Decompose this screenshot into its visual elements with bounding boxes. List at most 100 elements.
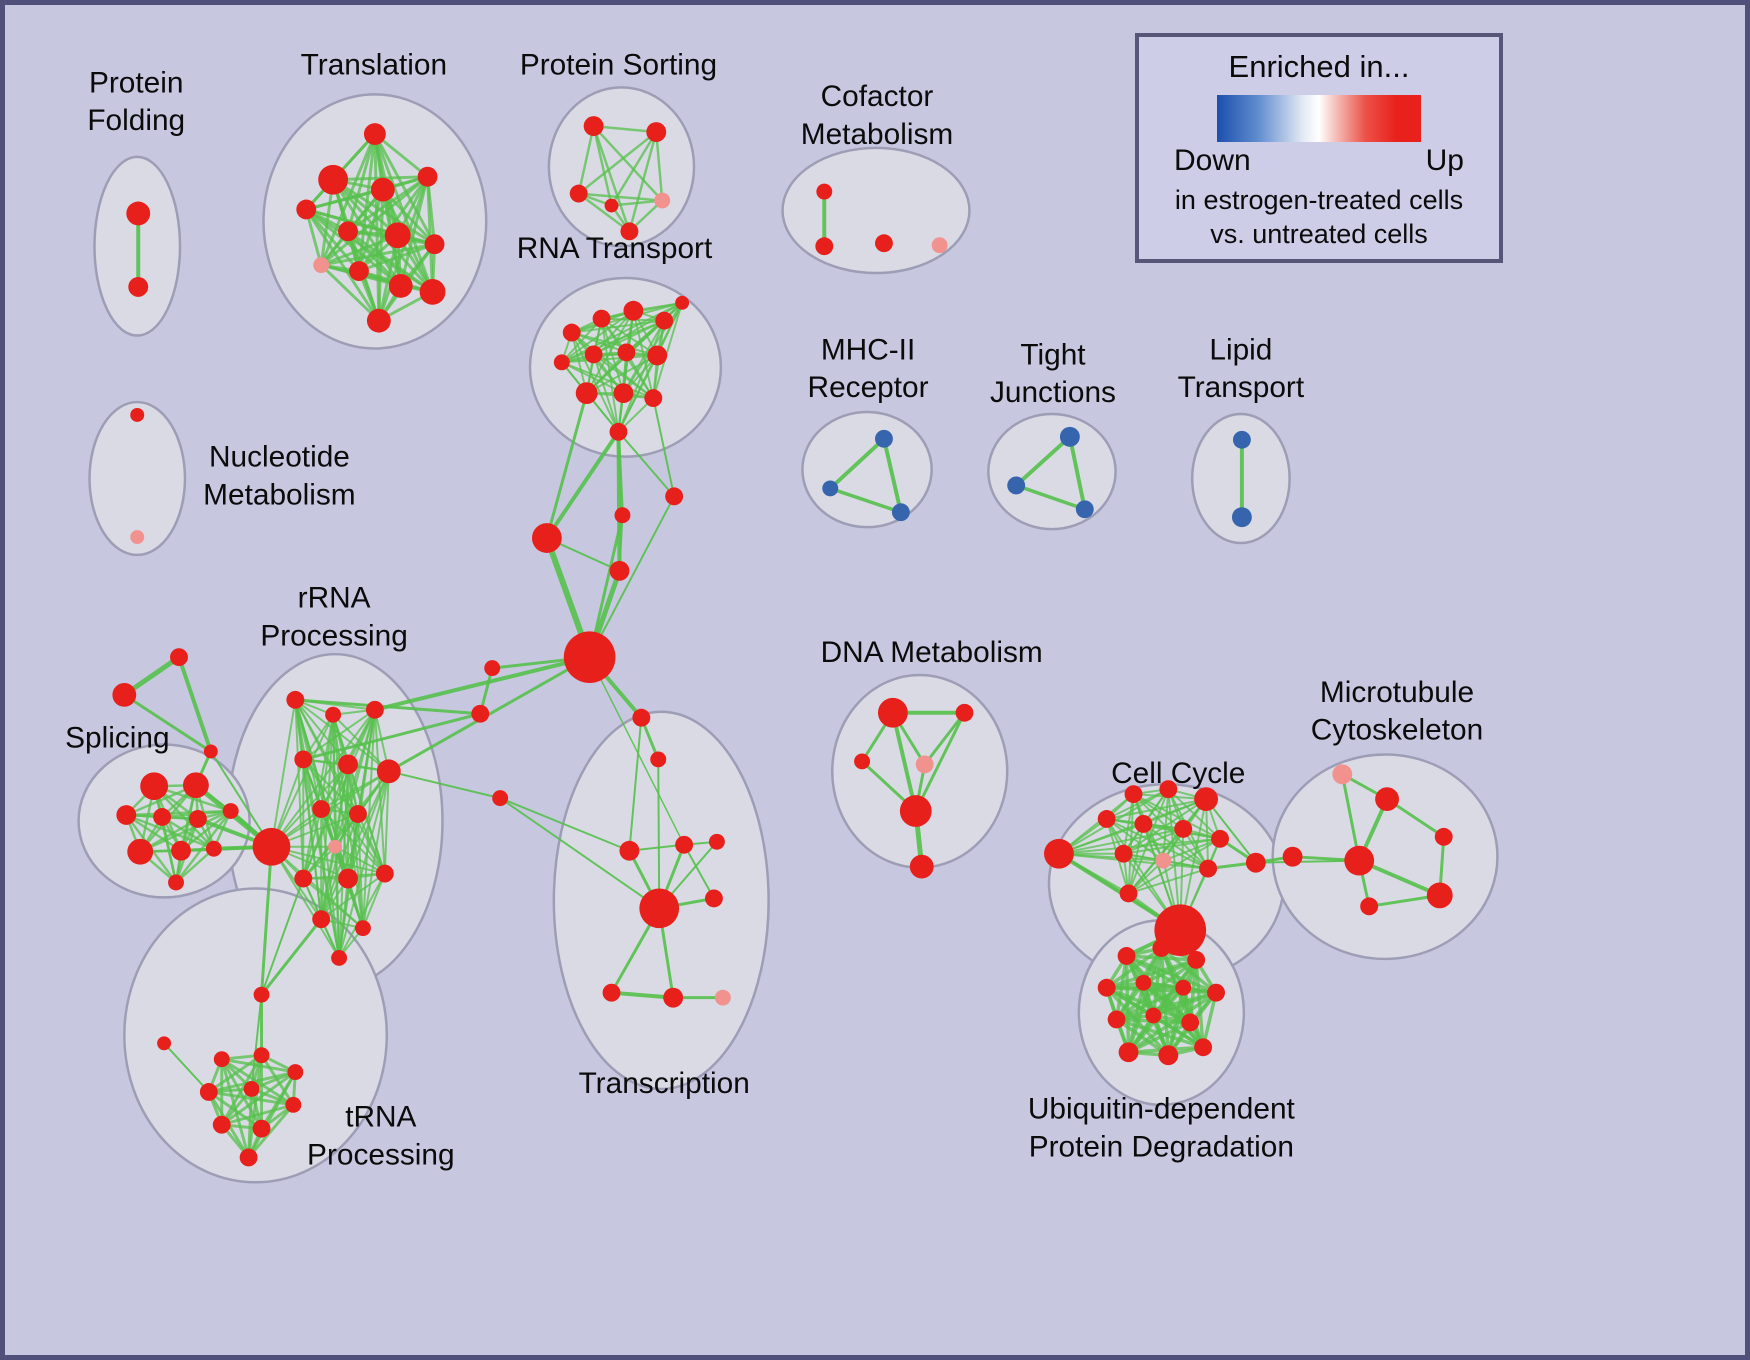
edge-rr11-tn0 <box>260 877 305 996</box>
node-rr13 <box>375 864 394 883</box>
mesh-edge-rrna-processing <box>302 808 323 880</box>
node-sp4 <box>153 808 172 826</box>
edge-rt12-c3 <box>652 397 676 498</box>
node-rr1 <box>286 690 305 709</box>
node-tr1 <box>363 123 386 145</box>
node-c7 <box>492 790 509 807</box>
mesh-edge-cell-cycle <box>1122 827 1185 855</box>
mesh-edge-rrna-processing <box>334 845 341 959</box>
mesh-edge-rrna-processing <box>302 877 364 930</box>
mesh-edge-rrna-processing <box>338 770 390 959</box>
legend-up-label: Up <box>1425 144 1464 177</box>
mesh-edge-cell-cycle <box>1162 837 1222 862</box>
edge-s0a-s0c <box>177 655 213 754</box>
mesh-edge-protein-sorting <box>655 130 664 202</box>
mesh-edge-splicing <box>138 809 232 853</box>
node-cc3 <box>1194 787 1219 812</box>
node-hub <box>563 631 616 683</box>
mesh-edge-rna-transport <box>585 354 659 395</box>
mesh-edge-rrna-processing <box>320 770 390 811</box>
node-tr12 <box>419 278 446 305</box>
node-ps5 <box>654 192 671 209</box>
mesh-edge-rna-transport <box>592 301 684 356</box>
node-cc13 <box>1245 852 1266 873</box>
mesh-edge-rna-transport <box>652 301 684 400</box>
node-tr3 <box>296 199 317 220</box>
node-tn0 <box>253 986 270 1003</box>
mesh-edge-splicing <box>174 809 232 884</box>
mesh-edge-rna-transport <box>560 317 603 364</box>
node-tj2 <box>1007 476 1026 495</box>
node-tr6 <box>338 221 358 242</box>
node-nm2 <box>130 530 145 545</box>
node-tn3 <box>253 1047 270 1064</box>
node-rr10 <box>328 839 343 854</box>
edge-s0b-s0c <box>122 693 213 753</box>
mesh-edge-translation <box>346 132 377 233</box>
cluster-ellipse-protein-sorting <box>547 86 696 248</box>
node-ps4 <box>604 198 619 213</box>
edge-mh2-mh3 <box>828 486 903 514</box>
mesh-edge-translation <box>319 175 430 267</box>
node-c3 <box>665 487 684 506</box>
node-rr5 <box>338 754 358 775</box>
mesh-edge-rrna-processing <box>356 813 386 875</box>
node-rt8 <box>617 343 636 362</box>
mesh-edge-cell-cycle <box>1057 827 1185 855</box>
mesh-edge-rna-transport <box>560 361 625 395</box>
mesh-edge-rrna-processing <box>302 758 386 875</box>
mesh-edge-protein-sorting <box>577 130 658 195</box>
node-rt11 <box>613 383 634 404</box>
mesh-edge-rna-transport <box>560 319 666 364</box>
mesh-edge-protein-sorting <box>592 124 613 207</box>
node-rt3 <box>623 300 644 321</box>
node-nm1 <box>130 408 145 422</box>
node-mc4 <box>1344 845 1375 876</box>
legend-caption-line2: vs. untreated cells <box>1210 219 1428 249</box>
edge-mh1-mh3 <box>881 436 903 515</box>
node-cf2 <box>815 237 834 256</box>
edge-tx2-tx6 <box>657 758 661 910</box>
node-tx3 <box>619 840 640 861</box>
node-sp1 <box>140 772 169 801</box>
node-tx1 <box>632 708 651 727</box>
node-rr2 <box>325 706 342 723</box>
edge-c3-hub <box>588 495 676 659</box>
mesh-edge-translation <box>319 233 400 267</box>
node-s0c <box>203 744 218 759</box>
mesh-edge-rrna-processing <box>302 758 323 921</box>
edge-mh1-mh2 <box>828 436 886 491</box>
mesh-edge-trna-processing <box>247 1103 295 1159</box>
node-tx7 <box>704 889 723 908</box>
mesh-edge-rrna-processing <box>320 808 341 959</box>
mesh-edge-rrna-processing <box>270 845 341 959</box>
mesh-edge-rrna-processing <box>347 770 390 880</box>
node-ps2 <box>646 122 667 142</box>
cluster-label-dna-metabolism: DNA Metabolism <box>821 636 1043 669</box>
mesh-edge-rna-transport <box>560 354 659 364</box>
mesh-edge-rna-transport <box>560 309 635 364</box>
edge-c7-tx3 <box>499 797 631 852</box>
mesh-edge-cell-cycle <box>1057 822 1145 855</box>
node-tx8 <box>602 983 621 1002</box>
node-cc9 <box>1114 844 1133 863</box>
mesh-edge-ubiquitin <box>1151 946 1164 1018</box>
mesh-edge-translation <box>346 229 435 294</box>
node-rr16 <box>331 950 348 966</box>
mesh-edge-translation <box>357 242 437 273</box>
mesh-edge-ubiquitin <box>1201 990 1218 1050</box>
node-ub11 <box>1118 1042 1139 1063</box>
node-ub9 <box>1145 1007 1162 1024</box>
cluster-label-rna-transport: RNA Transport <box>517 232 713 265</box>
node-tr8 <box>424 234 445 255</box>
node-tn10 <box>239 1148 258 1167</box>
node-c2 <box>614 507 631 524</box>
mesh-edge-rna-transport <box>617 354 659 433</box>
node-mc1 <box>1332 764 1353 785</box>
node-tr2 <box>318 164 349 195</box>
node-rt4 <box>655 311 674 330</box>
